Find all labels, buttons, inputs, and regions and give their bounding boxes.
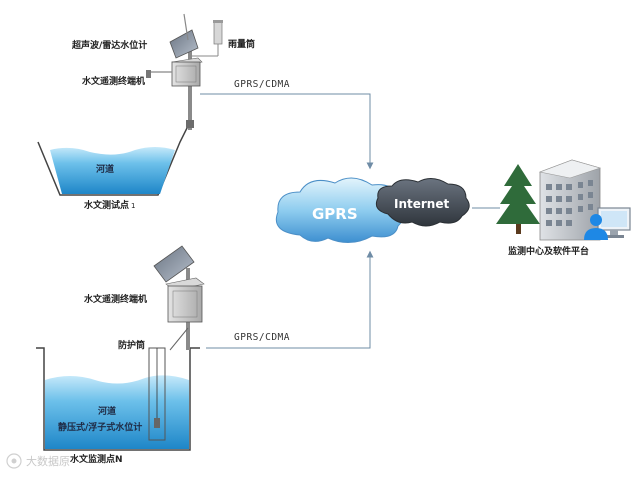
terminal-label-1: 水文遥测终端机 xyxy=(82,75,145,87)
link-top-label: GPRS/CDMA xyxy=(234,79,290,90)
protective-pipe xyxy=(148,347,166,441)
rain-gauge-label: 雨量筒 xyxy=(228,38,255,50)
user-icon xyxy=(584,214,608,240)
sensor-label-2: 静压式/浮子式水位计 xyxy=(58,421,142,433)
terminal-box-2 xyxy=(165,277,205,323)
river-label-1: 河道 xyxy=(96,163,114,175)
river-channel-2 xyxy=(36,347,200,451)
river-channel-1 xyxy=(37,121,191,196)
monitoring-center-label: 监测中心及软件平台 xyxy=(508,245,589,257)
pipe-label: 防护筒 xyxy=(118,339,145,351)
building-icon xyxy=(538,159,602,241)
monitor-icon xyxy=(597,207,631,238)
site-label-2: 水文监测点N xyxy=(70,453,123,465)
rain-gauge-icon xyxy=(192,20,223,57)
river-water-2 xyxy=(45,375,189,449)
terminal-label-2: 水文遥测终端机 xyxy=(84,293,147,305)
solar-panel-2 xyxy=(153,245,195,283)
link-top: GPRS/CDMA xyxy=(200,79,374,170)
station-2: 水文遥测终端机 防护筒 河道 静压式/浮子式水位计 水文监测点N xyxy=(36,245,205,465)
link-bottom-label: GPRS/CDMA xyxy=(234,332,290,343)
radar-sensor-1 xyxy=(146,70,151,78)
monitoring-center: 监测中心及软件平台 xyxy=(496,159,631,257)
river-water-1 xyxy=(50,147,175,194)
sensor-label-1: 超声波/雷达水位计 xyxy=(71,39,147,51)
tree-icon xyxy=(496,164,540,234)
link-bottom: GPRS/CDMA xyxy=(206,250,374,349)
terminal-box-1 xyxy=(171,57,203,87)
internet-cloud-label: Internet xyxy=(394,197,449,211)
watermark-text: 大数据原 xyxy=(26,454,70,468)
river-label-2: 河道 xyxy=(98,405,116,417)
gprs-cloud-label: GPRS xyxy=(312,205,358,223)
internet-cloud: Internet xyxy=(375,178,470,227)
solar-panel-1 xyxy=(169,29,199,59)
watermark: 大数据原 xyxy=(6,453,70,469)
